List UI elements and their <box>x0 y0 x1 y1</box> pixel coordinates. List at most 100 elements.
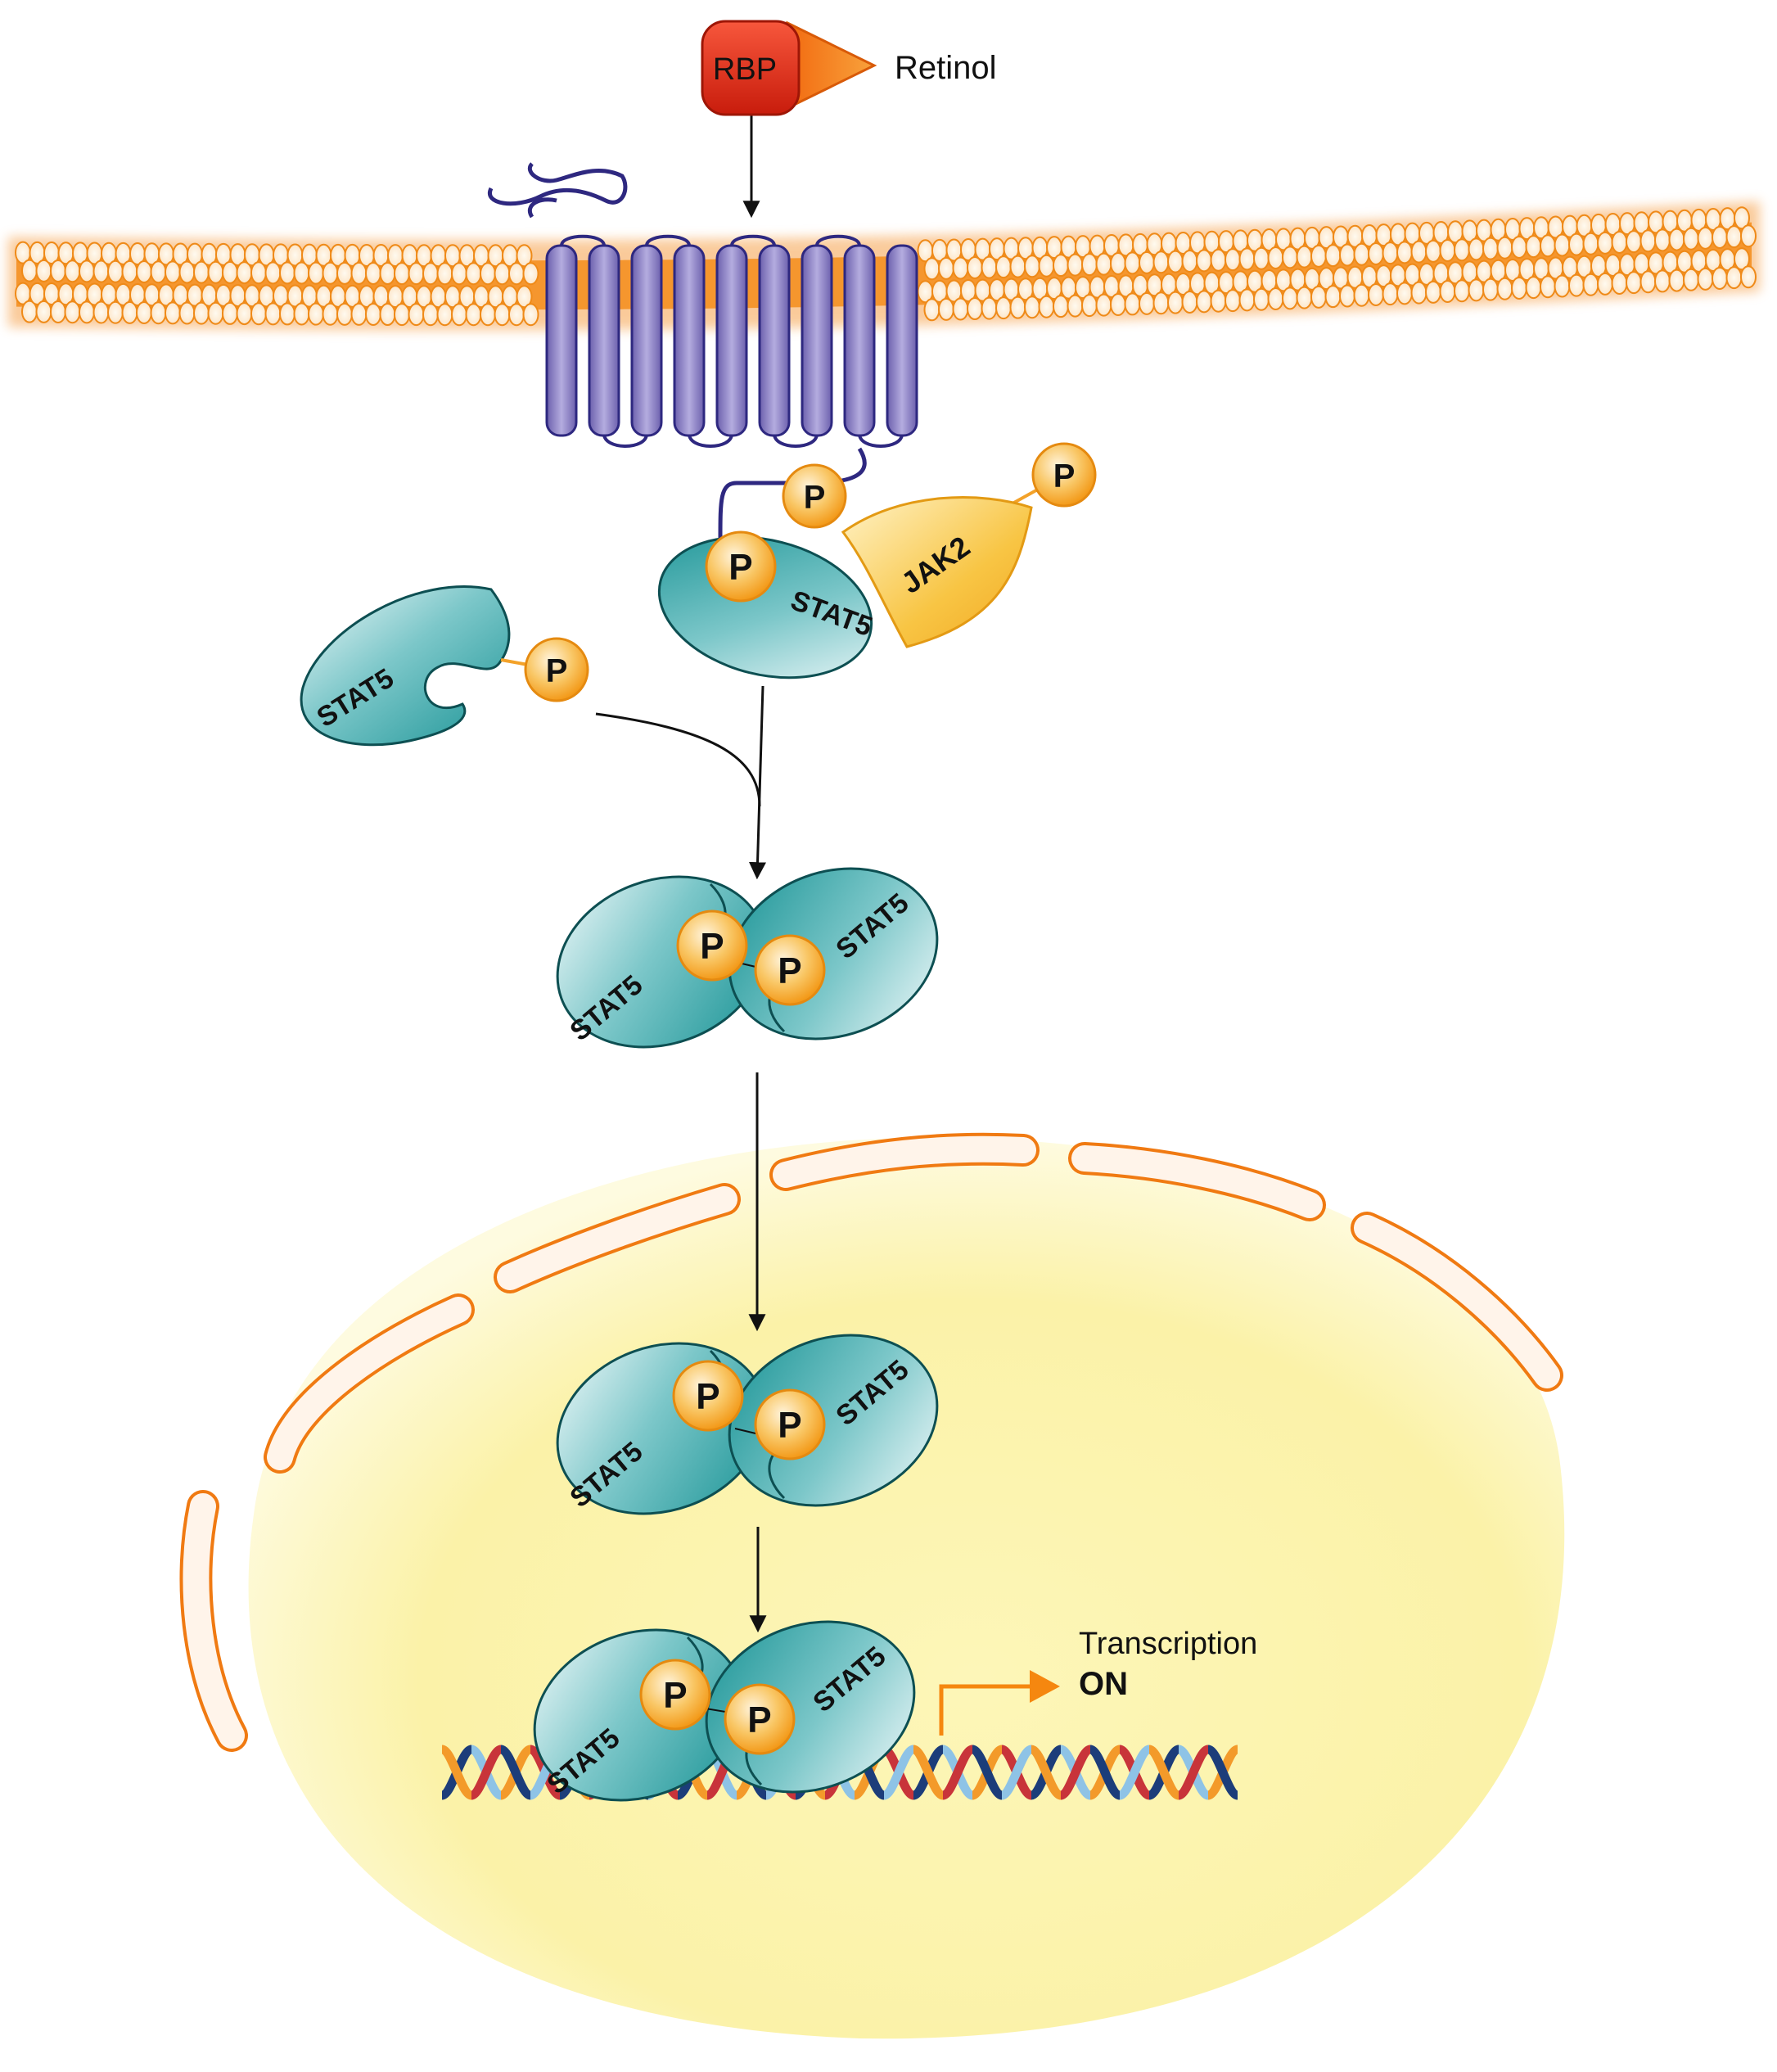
lipid-head <box>1124 251 1141 275</box>
dna-strand-b <box>1117 1745 1152 1800</box>
lipid-head <box>1196 249 1212 273</box>
transcription-indicator: Transcription ON <box>939 1627 1257 1736</box>
lipid-head <box>1152 291 1170 315</box>
lipid-head <box>1009 255 1026 278</box>
phosphates-dna-bound: PP <box>639 1659 796 1755</box>
phosphate-dimer3-right-label: P <box>747 1700 771 1740</box>
lipid-head <box>1339 243 1355 267</box>
jak2-shape <box>841 496 1033 648</box>
transcription-label: Transcription <box>1079 1627 1257 1661</box>
nucleus <box>248 1137 1565 2039</box>
lipid-head <box>1024 296 1040 319</box>
lipid-head <box>1238 247 1256 271</box>
lipid-head <box>1439 280 1456 304</box>
phosphate-dimer3-left <box>639 1659 711 1731</box>
arrow-receptor-to-dimer <box>749 685 767 880</box>
lipid-head <box>1597 231 1613 255</box>
lipid-head <box>1225 289 1241 313</box>
retinol-label: Retinol <box>895 50 997 86</box>
lipid-head <box>1210 248 1227 272</box>
transcription-arrow <box>939 1684 1035 1736</box>
lipid-head <box>1167 291 1184 314</box>
lipid-head <box>1067 253 1084 277</box>
rbp-retinol-complex: RBP Retinol <box>701 20 997 116</box>
lipid-head <box>1425 239 1441 263</box>
receptor-helix <box>843 244 876 437</box>
phosphate-stat5-bound <box>705 530 777 603</box>
lipid-head <box>1540 275 1556 299</box>
receptor-helix <box>886 244 918 437</box>
lipid-head <box>1582 232 1599 255</box>
arrow-free-stat5-merge <box>595 712 761 807</box>
cell-membrane <box>8 201 1760 331</box>
lipid-head <box>1712 266 1728 290</box>
retinol-shape <box>786 20 877 111</box>
lipid-head <box>952 297 969 321</box>
lipid-head <box>1482 278 1499 301</box>
lipid-head <box>1267 246 1284 270</box>
lipid-head <box>1740 224 1757 248</box>
lipid-head <box>967 256 983 280</box>
lipid-head <box>1368 282 1384 306</box>
phosphate-stat5-bound-label: P <box>728 548 752 588</box>
lipid-head <box>1210 289 1227 313</box>
lipid-head <box>1626 230 1642 254</box>
lipid-head <box>1038 254 1055 278</box>
lipid-head <box>1568 273 1585 297</box>
receptor-loop <box>645 234 691 246</box>
lipid-head <box>1368 242 1384 265</box>
lipid-head <box>967 297 983 321</box>
lipid-head <box>522 303 539 327</box>
envelope-segment-4-fill <box>773 1135 1036 1188</box>
lipid-head <box>1081 294 1098 318</box>
lipid-head <box>981 255 998 279</box>
lipid-head <box>1734 206 1750 230</box>
lipid-head <box>1110 293 1126 317</box>
lipid-head <box>1038 295 1055 318</box>
dna-strand-b <box>1176 1745 1211 1800</box>
lipid-head <box>1282 246 1298 269</box>
lipid-head <box>1725 266 1743 290</box>
lipid-head <box>1683 227 1699 251</box>
lipid-head <box>1139 251 1155 274</box>
dna-strand-b <box>440 1745 474 1800</box>
lipid-head <box>981 296 998 320</box>
dna-strand-b <box>1206 1745 1240 1800</box>
receptor-protein <box>488 162 918 448</box>
lipid-head <box>1009 296 1026 319</box>
receptor-helix <box>630 244 663 437</box>
lipid-head <box>1582 273 1599 296</box>
receptor-helix <box>588 244 620 437</box>
receptor-n-terminus <box>488 162 628 206</box>
lipid-head <box>1067 294 1084 318</box>
lipid-head <box>1540 234 1556 258</box>
phosphate-dimer2-left <box>672 1360 744 1432</box>
transcription-on-label: ON <box>1079 1666 1128 1702</box>
lipid-head <box>1740 265 1757 289</box>
envelope-segment-1-fill <box>183 1493 245 1749</box>
lipid-head <box>1196 290 1212 314</box>
lipid-head <box>1734 247 1750 271</box>
lipid-head <box>516 285 533 309</box>
stat5-free-body <box>300 585 511 747</box>
lipid-head <box>1267 287 1284 311</box>
lipid-head <box>1339 284 1355 308</box>
lipid-head <box>952 256 969 280</box>
lipid-head <box>1310 285 1327 309</box>
lipid-head <box>1225 248 1241 272</box>
lipid-head <box>1525 276 1542 300</box>
lipid-head <box>1081 253 1098 277</box>
phosphate-dimer3-left-label: P <box>663 1676 687 1716</box>
lipid-head <box>1139 291 1155 315</box>
receptor-helix <box>673 244 706 437</box>
lipid-head <box>1024 255 1040 278</box>
stat5-free-link <box>500 658 529 666</box>
envelope-segment-6-fill <box>1354 1215 1560 1388</box>
lipid-head <box>1654 228 1671 252</box>
receptor-loop <box>773 433 819 448</box>
lipid-head <box>1353 283 1370 307</box>
receptor-loop <box>858 433 904 448</box>
receptor-helix <box>801 244 833 437</box>
phosphate-dimer2-left-label: P <box>696 1377 719 1417</box>
